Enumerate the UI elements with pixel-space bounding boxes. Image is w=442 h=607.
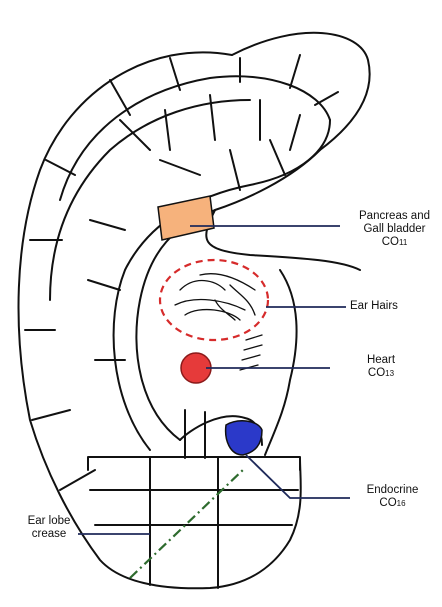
label-pancreas-gallbladder: Pancreas and Gall bladder CO11	[347, 210, 442, 249]
code-prefix: CO	[379, 497, 396, 509]
label-heart: Heart CO13	[356, 354, 406, 380]
helix-top	[232, 33, 370, 150]
label-heart-line1: Heart	[356, 354, 406, 367]
code-number: 16	[397, 499, 406, 508]
label-pancreas-line2: Gall bladder	[347, 223, 442, 236]
code-number: 11	[399, 238, 407, 247]
lobe-grid	[90, 458, 298, 588]
ear-lobe-crease-line	[130, 468, 245, 578]
code-number: 13	[385, 369, 394, 378]
label-ear-lobe-crease: Ear lobe crease	[20, 515, 78, 541]
endocrine-zone	[226, 421, 262, 455]
tragus	[265, 270, 297, 455]
label-ear-hairs-text: Ear Hairs	[350, 300, 398, 312]
ear-hair-strokes	[175, 274, 255, 320]
label-ear-hairs: Ear Hairs	[350, 300, 398, 313]
label-crease-line2: crease	[20, 528, 78, 541]
pointer-endocrine	[246, 455, 350, 498]
label-endocrine: Endocrine CO16	[355, 484, 430, 510]
label-crease-line1: Ear lobe	[20, 515, 78, 528]
label-pancreas-line1: Pancreas and	[347, 210, 442, 223]
label-endocrine-line1: Endocrine	[355, 484, 430, 497]
lobe-box	[88, 457, 300, 470]
label-pancreas-code: CO11	[347, 236, 442, 249]
label-endocrine-code: CO16	[355, 497, 430, 510]
helix-grid	[25, 55, 338, 490]
helix-inner	[60, 76, 330, 200]
label-heart-code: CO13	[356, 367, 406, 380]
ear-hair-hatch	[240, 335, 262, 370]
code-prefix: CO	[368, 367, 385, 379]
concha-upper	[206, 210, 360, 270]
helix-outer-rim	[19, 52, 301, 588]
code-prefix: CO	[382, 236, 399, 248]
